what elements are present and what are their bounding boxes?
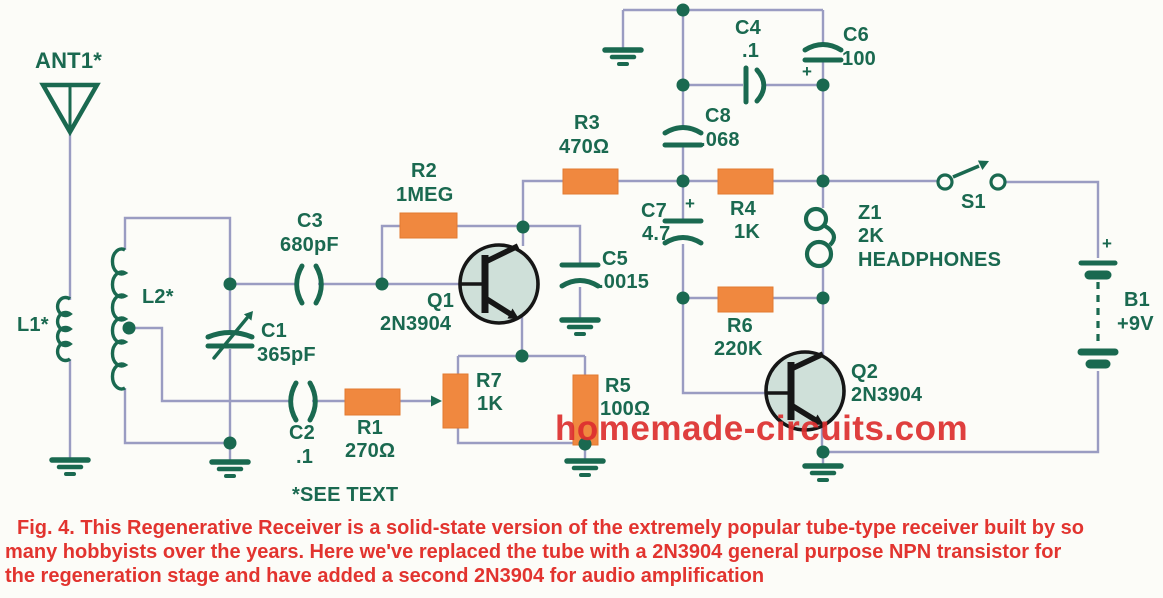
ground-icon: [802, 463, 844, 482]
l1-coil-icon: [55, 295, 73, 363]
r4-value-label: 1K: [734, 221, 760, 243]
z1-type-label: HEADPHONES: [858, 249, 1002, 271]
r3-resistor-icon: [562, 168, 619, 195]
c2-ref-label: C2: [289, 422, 315, 444]
q2-value-label: 2N3904: [851, 384, 923, 406]
r7-ref-label: R7: [476, 370, 502, 392]
c7-polarity-label: +: [685, 194, 696, 213]
r5-resistor-icon: [572, 374, 599, 446]
c3-capacitor-icon: [294, 263, 324, 306]
b1-value-label: +9V: [1117, 313, 1154, 335]
c4-value-label: .1: [742, 40, 760, 62]
ground-icons: [49, 47, 844, 482]
s1-label: S1: [961, 191, 986, 213]
c1-ref-label: C1: [261, 320, 287, 342]
ground-icon: [602, 47, 644, 66]
q1-value-label: 2N3904: [380, 313, 452, 335]
q1-transistor-icon: [458, 243, 540, 325]
l2-coil-icon: [110, 247, 129, 391]
b1-polarity-label: +: [1102, 234, 1113, 253]
r1-ref-label: R1: [357, 417, 383, 439]
r1-value-label: 270Ω: [345, 440, 396, 462]
caption-line-2: many hobbyists over the years. Here we'v…: [5, 541, 1062, 563]
c5-value-label: .0015: [598, 271, 650, 293]
r5-value-label: 100Ω: [600, 398, 651, 420]
c8-ref-label: C8: [705, 105, 731, 127]
z1-value-label: 2K: [858, 225, 884, 247]
r2-resistor-icon: [399, 212, 458, 239]
r4-resistor-icon: [717, 168, 774, 195]
r6-resistor-icon: [717, 286, 774, 313]
c6-value-label: 100: [842, 48, 876, 70]
c6-polarity-label: +: [802, 62, 813, 81]
q2-transistor-icon: [764, 350, 846, 432]
c6-ref-label: C6: [843, 24, 869, 46]
r6-value-label: 220K: [714, 338, 763, 360]
z1-headphones-icon: [803, 206, 837, 269]
c2-capacitor-icon: [288, 380, 318, 423]
c7-value-label: 4.7: [642, 223, 671, 245]
c4-capacitor-icon: [743, 65, 767, 105]
junction-dots: [122, 3, 830, 459]
c7-capacitor-icon: [662, 218, 704, 246]
c1-value-label: 365pF: [257, 344, 316, 366]
c8-value-label: .068: [700, 129, 740, 151]
q1-ref-label: Q1: [427, 290, 455, 312]
c3-value-label: 680pF: [280, 234, 339, 256]
r2-value-label: 1MEG: [396, 184, 454, 206]
r5-ref-label: R5: [605, 375, 631, 397]
r4-ref-label: R4: [730, 198, 756, 220]
r3-value-label: 470Ω: [559, 136, 610, 158]
ground-icon: [209, 459, 251, 478]
ground-icon: [49, 457, 91, 476]
see-text-note: *SEE TEXT: [292, 484, 399, 506]
ant1-antenna-icon: [39, 82, 101, 137]
q2-ref-label: Q2: [851, 361, 879, 383]
c1-variable-capacitor-icon: [205, 311, 255, 360]
caption-line-3: the regeneration stage and have added a …: [5, 565, 765, 587]
z1-ref-label: Z1: [858, 202, 882, 224]
caption-line-1: Fig. 4. This Regenerative Receiver is a …: [17, 517, 1085, 539]
c4-ref-label: C4: [735, 17, 761, 39]
s1-switch-icon: [936, 160, 1007, 191]
r7-resistor-icon: [442, 373, 469, 429]
r1-resistor-icon: [344, 388, 401, 416]
l2-label: L2*: [142, 286, 174, 308]
watermark: homemade-circuits.com: [555, 409, 969, 448]
ground-icon: [564, 458, 606, 477]
c2-value-label: .1: [296, 446, 314, 468]
ant1-label: ANT1*: [35, 48, 103, 73]
c5-capacitor-icon: [559, 262, 601, 289]
r7-value-label: 1K: [477, 393, 503, 415]
c7-ref-label: C7: [641, 200, 667, 222]
l1-label: L1*: [17, 314, 49, 336]
c3-ref-label: C3: [297, 210, 323, 232]
r7-wiper-arrow-icon: [431, 395, 442, 407]
r3-ref-label: R3: [574, 112, 600, 134]
c8-capacitor-icon: [662, 125, 704, 148]
r2-ref-label: R2: [411, 160, 437, 182]
c5-ref-label: C5: [602, 248, 628, 270]
c6-capacitor-icon: [802, 42, 844, 63]
r6-ref-label: R6: [727, 315, 753, 337]
b1-battery-icon: [1077, 260, 1119, 369]
ground-icon: [559, 317, 601, 336]
b1-ref-label: B1: [1124, 289, 1150, 311]
figure-caption: Fig. 4. This Regenerative Receiver is a …: [5, 516, 1160, 588]
